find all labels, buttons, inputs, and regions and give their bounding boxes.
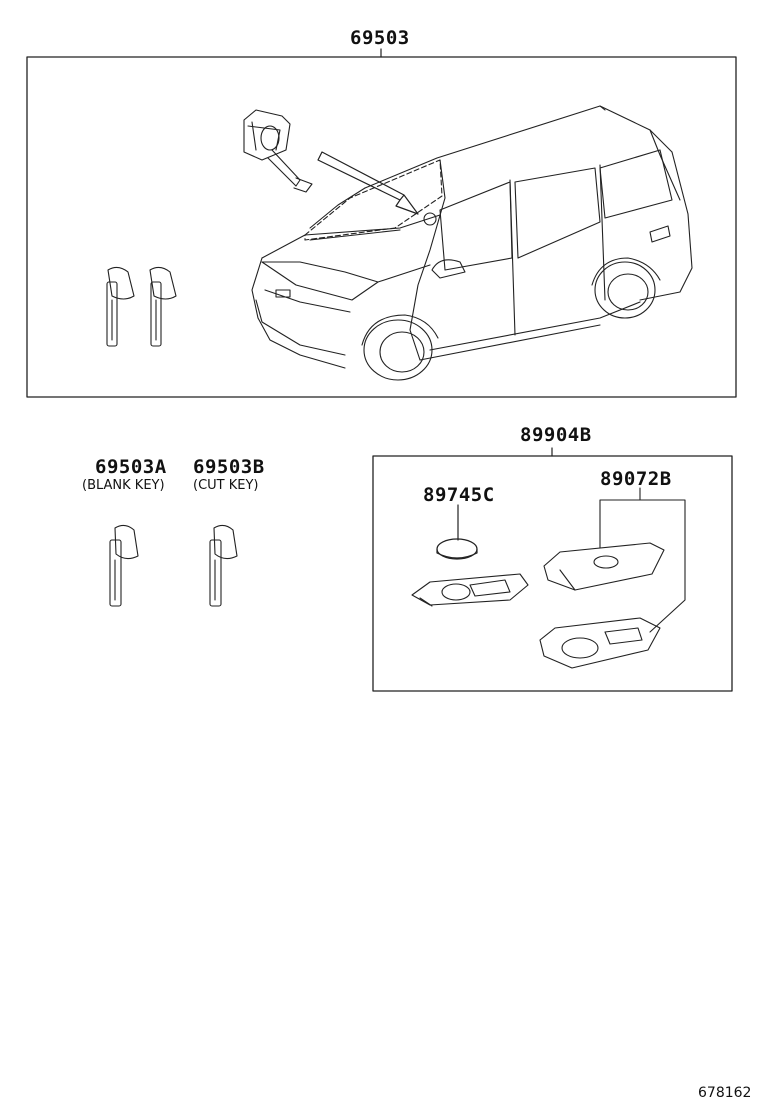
assembly-part-number: 69503 [350,27,410,49]
cut-key-part-number: 69503B [193,456,265,478]
housing-leader [599,487,686,633]
blank-key-illustration [109,524,139,607]
housing-part-number: 89072B [600,468,672,490]
cut-key-note: (CUT KEY) [193,478,259,493]
housing-lower-illustration [539,617,661,669]
blank-key-note: (BLANK KEY) [82,478,165,493]
blank-key-part-number: 69503A [95,456,167,478]
transmitter-part-number: 89904B [520,424,592,446]
battery-part-number: 89745C [423,484,495,506]
circuit-board-illustration [411,573,529,607]
illustration-code: 678162 [698,1085,752,1101]
cut-key-illustration [209,524,238,607]
lock-cylinder-illustration [243,109,313,193]
housing-upper-illustration [543,542,665,591]
vehicle-illustration [251,105,693,381]
location-arrow [317,151,419,215]
assembly-keys-illustration [106,266,177,347]
